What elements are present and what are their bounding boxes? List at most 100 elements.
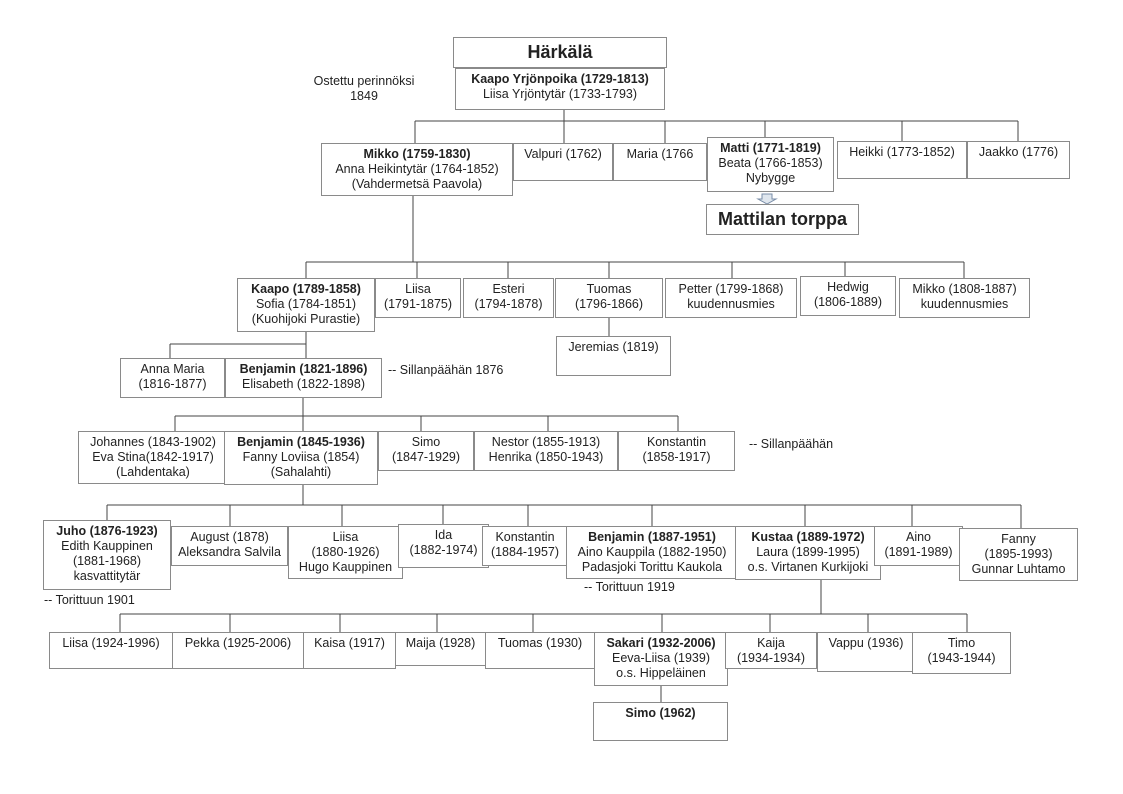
person-box: Vappu (1936) <box>817 632 915 672</box>
person-name: Benjamin (1887-1951) <box>588 530 716 544</box>
note-sillanpaa: -- Sillanpäähän <box>749 437 834 451</box>
connector <box>119 580 968 632</box>
person-detail: Padasjoki Torittu Kaukola <box>581 560 723 574</box>
person-box: Maija (1928) <box>395 632 486 666</box>
person-detail: kasvattitytär <box>73 569 141 583</box>
person-name: Kaisa (1917) <box>314 636 385 650</box>
person-detail: Edith Kauppinen <box>61 539 153 553</box>
person-box: Aino(1891-1989) <box>874 526 963 566</box>
person-name: Benjamin (1821-1896) <box>239 362 368 376</box>
person-box: Kaapo Yrjönpoika (1729-1813)Liisa Yrjönt… <box>455 68 665 110</box>
note-torittuun-1919: -- Torittuun 1919 <box>584 580 675 594</box>
person-detail: (1796-1866) <box>574 297 644 311</box>
person-detail: o.s. Virtanen Kurkijoki <box>747 560 869 574</box>
person-name: Tuomas (1930) <box>497 636 583 650</box>
person-box: Liisa (1924-1996) <box>49 632 173 669</box>
person-box: Kustaa (1889-1972)Laura (1899-1995)o.s. … <box>735 526 881 580</box>
person-name: Heikki (1773-1852) <box>849 145 955 159</box>
person-detail: Nybygge <box>745 171 796 185</box>
person-name: August (1878) <box>190 530 269 544</box>
person-box: Konstantin(1884-1957) <box>482 526 568 566</box>
person-box: Heikki (1773-1852) <box>837 141 967 179</box>
person-detail: (1881-1968) <box>72 554 142 568</box>
person-box: Jaakko (1776) <box>967 141 1070 179</box>
person-detail: Henrika (1850-1943) <box>488 450 604 464</box>
person-detail: Laura (1899-1995) <box>756 545 860 559</box>
person-detail: Liisa Yrjöntytär (1733-1793) <box>482 87 638 101</box>
person-name: Liisa <box>332 530 359 544</box>
person-box: Esteri(1794-1878) <box>463 278 554 318</box>
person-name: Jeremias (1819) <box>568 340 659 354</box>
person-name: Petter (1799-1868) <box>678 282 784 296</box>
note-bought: Ostettu perinnöksi 1849 <box>313 74 415 103</box>
person-detail: (1891-1989) <box>884 545 953 559</box>
person-name: Fanny <box>1001 532 1036 546</box>
person-name: Maria (1766 <box>626 147 694 161</box>
person-detail: Anna Heikintytär (1764-1852) <box>335 162 499 176</box>
person-box: Ida(1882-1974) <box>398 524 489 568</box>
person-detail: (1934-1934) <box>736 651 806 665</box>
person-detail: Eva Stina(1842-1917) <box>92 450 214 464</box>
person-detail: (1816-1877) <box>138 377 207 391</box>
person-box: August (1878)Aleksandra Salvila <box>171 526 288 566</box>
person-name: Sakari (1932-2006) <box>606 636 716 650</box>
person-detail: (1858-1917) <box>642 450 711 464</box>
person-name: Matti (1771-1819) <box>720 141 821 155</box>
person-detail: kuudennusmies <box>687 297 775 311</box>
person-detail: kuudennusmies <box>920 297 1009 311</box>
person-name: Kaija <box>757 636 785 650</box>
person-name: Jaakko (1776) <box>978 145 1059 159</box>
person-name: Valpuri (1762) <box>524 147 602 161</box>
person-detail: Aino Kauppila (1882-1950) <box>577 545 727 559</box>
person-detail: Hugo Kauppinen <box>298 560 393 574</box>
connector <box>414 110 1019 143</box>
person-box: Timo(1943-1944) <box>912 632 1011 674</box>
person-name: Kaapo Yrjönpoika (1729-1813) <box>471 72 649 86</box>
person-name: Kustaa (1889-1972) <box>751 530 865 544</box>
person-name: Kaapo (1789-1858) <box>251 282 361 296</box>
person-box: Konstantin(1858-1917) <box>618 431 735 471</box>
person-name: Simo <box>411 435 441 449</box>
person-detail: (1847-1929) <box>391 450 461 464</box>
connector <box>305 196 965 278</box>
person-name: Mikko (1808-1887) <box>912 282 1017 296</box>
person-box: Hedwig(1806-1889) <box>800 276 896 316</box>
person-box: Benjamin (1845-1936)Fanny Loviisa (1854)… <box>224 431 378 485</box>
person-name: Mikko (1759-1830) <box>363 147 471 161</box>
person-box: Valpuri (1762) <box>513 143 613 181</box>
person-box: Kaisa (1917) <box>303 632 396 669</box>
person-detail: Elisabeth (1822-1898) <box>242 377 365 391</box>
person-name: Anna Maria <box>140 362 205 376</box>
person-name: Aino <box>905 530 932 544</box>
person-detail: (1794-1878) <box>474 297 543 311</box>
person-name: Tuomas <box>586 282 632 296</box>
connector <box>174 398 679 431</box>
person-box: Jeremias (1819) <box>556 336 671 376</box>
person-detail: (1880-1926) <box>311 545 380 559</box>
person-box: Kaapo (1789-1858)Sofia (1784-1851)(Kuohi… <box>237 278 375 332</box>
person-box: Sakari (1932-2006)Eeva-Liisa (1939)o.s. … <box>594 632 728 686</box>
person-name: Simo (1962) <box>625 706 696 720</box>
person-box: Matti (1771-1819)Beata (1766-1853)Nybygg… <box>707 137 834 192</box>
person-name: Timo <box>947 636 976 650</box>
connector <box>106 484 1022 528</box>
person-name: Nestor (1855-1913) <box>491 435 601 449</box>
person-name: Ida <box>434 528 453 542</box>
person-detail: Eeva-Liisa (1939) <box>612 651 710 665</box>
note-sillanpaa-1876: -- Sillanpäähän 1876 <box>388 363 504 377</box>
person-box: Kaija(1934-1934) <box>725 632 817 669</box>
person-detail: Sofia (1784-1851) <box>255 297 357 311</box>
person-name: Hedwig <box>827 280 869 294</box>
person-box: Simo(1847-1929) <box>378 431 474 471</box>
person-box: Mikko (1808-1887)kuudennusmies <box>899 278 1030 318</box>
person-detail: Gunnar Luhtamo <box>971 562 1066 576</box>
person-box: Liisa(1791-1875) <box>375 278 461 318</box>
person-box: Juho (1876-1923)Edith Kauppinen(1881-196… <box>43 520 171 590</box>
person-box: Nestor (1855-1913)Henrika (1850-1943) <box>474 431 618 471</box>
person-detail: o.s. Hippeläinen <box>616 666 706 680</box>
person-box: Benjamin (1821-1896)Elisabeth (1822-1898… <box>225 358 382 398</box>
person-detail: (1882-1974) <box>409 543 478 557</box>
person-detail: (1884-1957) <box>490 545 560 559</box>
